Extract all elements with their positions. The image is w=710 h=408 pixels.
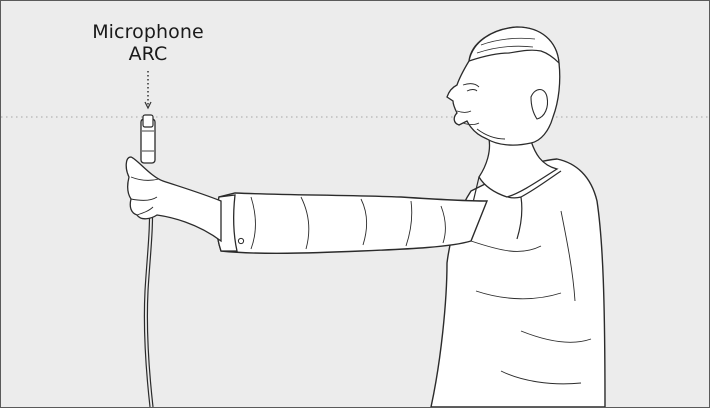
microphone-capsule: [143, 115, 153, 127]
torso: [431, 159, 605, 407]
cuff-button: [238, 238, 243, 243]
arm-sleeve: [216, 193, 487, 253]
hand: [126, 157, 221, 241]
microphone-label-line2: ARC: [73, 44, 223, 65]
microphone-label-line1: Microphone: [73, 22, 223, 43]
